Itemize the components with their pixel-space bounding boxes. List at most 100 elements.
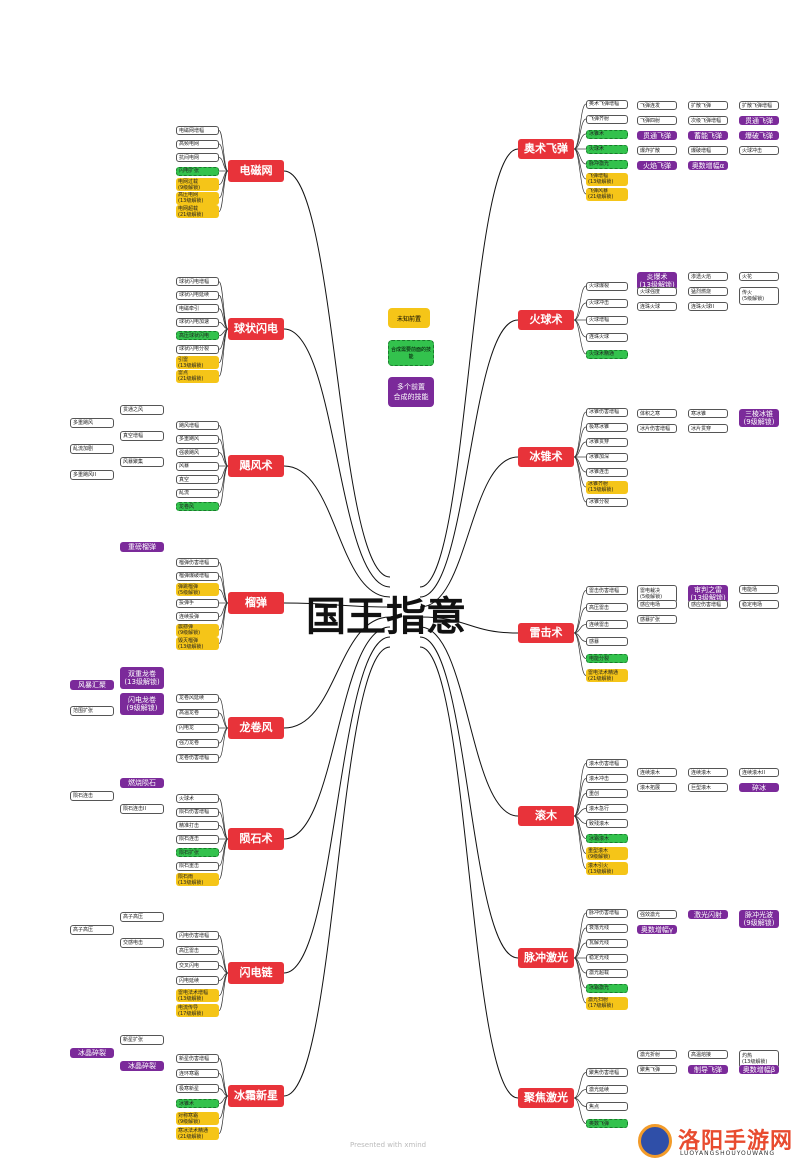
sub-node[interactable]: 引雷 (13级解锁) (176, 356, 219, 370)
far-node[interactable]: 感应伤害增幅 (688, 600, 728, 609)
far-node[interactable]: 爆炸扩散 (637, 146, 677, 155)
far-node[interactable]: 火焰飞弹 (637, 161, 677, 170)
far-node[interactable]: 火球强度 (637, 287, 677, 296)
branch-node-left[interactable]: 龙卷风 (228, 717, 284, 739)
far-node[interactable]: 火花 (739, 272, 779, 281)
sub-node[interactable]: 电磁网增幅 (176, 126, 219, 135)
far-node[interactable]: 电能场 (739, 585, 779, 594)
far-node[interactable]: 蓄能飞弹 (688, 131, 728, 140)
far-node[interactable]: 次级飞弹增幅 (688, 116, 728, 125)
branch-node-right[interactable]: 滚木 (518, 806, 574, 826)
sub-node[interactable]: 连珠火球 (586, 332, 628, 342)
sub-node[interactable]: 寒冰法术精通 (21级解锁) (176, 1127, 219, 1140)
sub-node[interactable]: 弹跳榴弹 (5级解锁) (176, 583, 219, 596)
sub-node[interactable]: 高压球状闪电 (176, 331, 219, 341)
branch-node-left[interactable]: 电磁网 (228, 160, 284, 182)
far-node[interactable]: 冰片伤害增幅 (637, 424, 677, 433)
sub-node[interactable]: 飓风增幅 (176, 421, 219, 430)
sub-node[interactable]: 连续雷击 (586, 620, 628, 629)
sub-node[interactable]: 陨石伤害增幅 (176, 807, 219, 817)
far-node[interactable]: 飞弹连发 (637, 101, 677, 110)
sub-node[interactable]: 致残滚木 (586, 819, 628, 828)
far-node[interactable]: 多重飓风II (70, 470, 114, 480)
sub-node[interactable]: 电网超载 (21级解锁) (176, 205, 219, 218)
sub-node[interactable]: 高温龙卷 (176, 708, 219, 718)
sub-node[interactable]: 高频电网 (176, 139, 219, 149)
far-node[interactable]: 奥数增幅γ (637, 925, 677, 934)
far-node[interactable]: 扩散飞弹增幅 (739, 101, 779, 110)
sub-node[interactable]: 强力龙卷 (176, 738, 219, 748)
sub-node[interactable]: 火球术精通 (586, 349, 628, 359)
far-node[interactable]: 风暴汇聚 (70, 680, 114, 690)
branch-node-right[interactable]: 聚焦激光 (518, 1088, 574, 1108)
branch-node-right[interactable]: 脉冲激光 (518, 948, 574, 968)
sub-node[interactable]: 连环寒霜 (176, 1069, 219, 1078)
sub-node[interactable]: 龙卷伤害增幅 (176, 753, 219, 763)
far-node[interactable]: 连珠火球 (637, 302, 677, 311)
sub-node[interactable]: 高压电网 (13级解锁) (176, 191, 219, 205)
sub-node[interactable]: 冰霜激光 (586, 983, 628, 993)
sub-node[interactable]: 龙卷风 (176, 502, 219, 511)
sub-node[interactable]: 重创 (586, 789, 628, 798)
sub-node[interactable]: 脉冲激光 (586, 159, 628, 169)
sub-node[interactable]: 球状闪电加速 (176, 317, 219, 327)
far-node[interactable]: 雷电裁决 (5级解锁) (637, 585, 677, 603)
far-node[interactable]: 真空增幅 (120, 431, 164, 441)
sub-node[interactable]: 奥数飞弹 (586, 1119, 628, 1128)
far-node[interactable]: 审判之雷 (13级解锁) (688, 585, 728, 603)
sub-node[interactable]: 电能分裂 (586, 654, 628, 663)
far-node[interactable]: 寒冰锥 (688, 409, 728, 418)
branch-node-left[interactable]: 冰霜新星 (228, 1085, 284, 1107)
sub-node[interactable]: 高压雷击 (176, 946, 219, 955)
sub-node[interactable]: 激光延续 (586, 1085, 628, 1094)
far-node[interactable]: 双重龙卷 (13级解锁) (120, 667, 164, 689)
branch-node-left[interactable]: 飓风术 (228, 455, 284, 477)
sub-node[interactable]: 球状闪电延续 (176, 290, 219, 300)
far-node[interactable]: 交感电击 (120, 938, 164, 948)
sub-node[interactable]: 滚木冲击 (586, 774, 628, 783)
sub-node[interactable]: 榴弹爆破增幅 (176, 571, 219, 581)
sub-node[interactable]: 震撼弹 (9级解锁) (176, 623, 219, 637)
sub-node[interactable]: 多重飓风 (176, 434, 219, 444)
far-node[interactable]: 奥数增幅β (739, 1065, 779, 1074)
far-node[interactable]: 新星扩张 (120, 1035, 164, 1045)
far-node[interactable]: 连续滚木 (688, 768, 728, 777)
far-node[interactable]: 体积之寒 (637, 409, 677, 418)
sub-node[interactable]: 电流传导 (17级解锁) (176, 1004, 219, 1017)
sub-node[interactable]: 闪电伤害增幅 (176, 931, 219, 940)
sub-node[interactable]: 连续投弹 (176, 612, 219, 621)
far-node[interactable]: 脉冲光波 (9级解锁) (739, 910, 779, 928)
far-node[interactable]: 冰晶碎裂 (70, 1048, 114, 1058)
far-node[interactable]: 碎冰 (739, 783, 779, 792)
far-node[interactable]: 制导飞弹 (688, 1065, 728, 1074)
sub-node[interactable]: 脉冲伤害增幅 (586, 908, 628, 918)
far-node[interactable]: 稳定电场 (739, 600, 779, 609)
sub-node[interactable]: 对称寒霜 (9级解锁) (176, 1112, 219, 1125)
sub-node[interactable]: 冰锥连击 (586, 467, 628, 477)
far-node[interactable]: 冰晶碎裂 (120, 1061, 164, 1071)
sub-node[interactable]: 极寒新星 (176, 1084, 219, 1093)
far-node[interactable]: 重磅榴弹 (120, 542, 164, 552)
far-node[interactable]: 爆破飞弹 (739, 131, 779, 140)
sub-node[interactable]: 球状闪电分裂 (176, 344, 219, 354)
sub-node[interactable]: 滚木急行 (586, 804, 628, 813)
sub-node[interactable]: 真空 (176, 475, 219, 484)
far-node[interactable]: 连续滚木II (739, 768, 779, 777)
sub-node[interactable]: 火球爆裂 (586, 281, 628, 291)
far-node[interactable]: 强效激光 (637, 910, 677, 919)
branch-node-right[interactable]: 冰锥术 (518, 447, 574, 467)
sub-node[interactable]: 激光扫射 (17级解锁) (586, 996, 628, 1010)
sub-node[interactable]: 衰落光线 (586, 923, 628, 933)
branch-node-left[interactable]: 闪电链 (228, 962, 284, 984)
far-node[interactable]: 高子高压 (70, 925, 114, 935)
sub-node[interactable]: 陨石雨 (13级解锁) (176, 873, 219, 886)
sub-node[interactable]: 电磁牵引 (176, 304, 219, 314)
sub-node[interactable]: 冰锥贯穿 (586, 437, 628, 447)
sub-node[interactable]: 冰锥分裂 (586, 497, 628, 507)
branch-node-left[interactable]: 陨石术 (228, 828, 284, 850)
sub-node[interactable]: 陨石重击 (176, 861, 219, 871)
sub-node[interactable]: 冰锥伤害增幅 (586, 407, 628, 417)
far-node[interactable]: 燃烧陨石 (120, 778, 164, 788)
sub-node[interactable]: 高压雷击 (586, 603, 628, 612)
sub-node[interactable]: 滚木伤害增幅 (586, 759, 628, 768)
